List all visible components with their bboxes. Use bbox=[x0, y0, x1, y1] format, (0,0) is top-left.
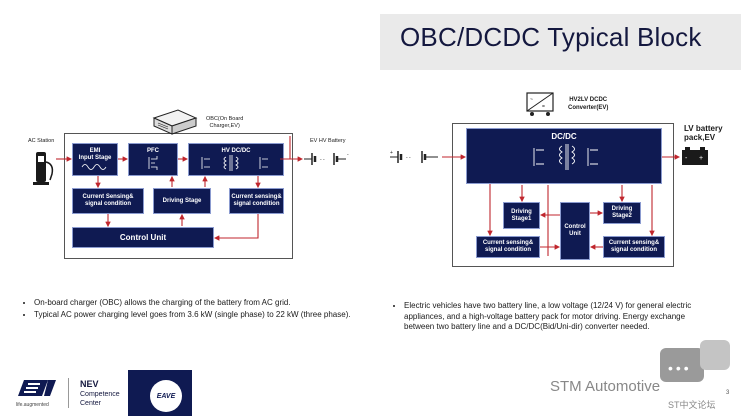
svg-text:- -: - - bbox=[320, 157, 325, 163]
page-number: 3 bbox=[726, 390, 730, 396]
svg-text:-: - bbox=[685, 155, 688, 162]
nev-line2: Competence bbox=[80, 391, 120, 398]
lv-battery-pack-icon: - + bbox=[682, 147, 708, 165]
brand-logo: EAVE bbox=[150, 380, 182, 412]
current-sensing-label-2: Current sensing& signal condition bbox=[231, 194, 282, 207]
dcdc-block: DC/DC bbox=[466, 128, 662, 184]
pfc-block: PFC bbox=[128, 143, 178, 176]
nev-line1: NEV bbox=[80, 379, 99, 389]
svg-text:- -: - - bbox=[406, 155, 411, 161]
footer-divider bbox=[68, 378, 69, 408]
bullets-right: Electric vehicles have two battery line,… bbox=[392, 301, 694, 334]
obc-device-icon bbox=[152, 109, 198, 135]
hv-battery-icon: - - - bbox=[304, 152, 349, 165]
dcdc-block-label: DC/DC bbox=[551, 132, 577, 141]
page-title: OBC/DCDC Typical Block bbox=[400, 22, 702, 52]
chat-bubble-icon-2 bbox=[700, 340, 730, 370]
transformer-icon bbox=[201, 155, 268, 171]
emi-filter-icon bbox=[81, 163, 107, 170]
nev-line3: Center bbox=[80, 400, 102, 407]
dcdc-control-unit-block: Control Unit bbox=[560, 202, 590, 260]
ac-station-icon bbox=[33, 152, 54, 185]
current-sensing-label-1: Current Sensing& signal condition bbox=[82, 194, 134, 207]
bullet-right-1: Electric vehicles have two battery line,… bbox=[404, 301, 694, 333]
tagline: life.augmented bbox=[16, 402, 49, 408]
control-unit-block: Control Unit bbox=[72, 227, 214, 248]
svg-text:=: = bbox=[542, 104, 545, 110]
chat-bubble-icon bbox=[660, 348, 704, 382]
dcdc-device-icon: ~ = bbox=[526, 92, 554, 116]
bullets-left: On-board charger (OBC) allows the chargi… bbox=[22, 298, 364, 321]
title-bar bbox=[380, 14, 741, 70]
dcdc-label: HV2LV DCDC Converter(EV) bbox=[568, 97, 609, 111]
bullet-left-1: On-board charger (OBC) allows the chargi… bbox=[34, 298, 364, 309]
driving-stage-block: Driving Stage bbox=[153, 188, 211, 214]
dcdc-current-sensing-block-2: Current sensing& signal condition bbox=[603, 236, 665, 258]
driving-stage2-block: Driving Stage2 bbox=[603, 202, 641, 224]
dcdc-current-sensing-label-1: Current sensing& signal condition bbox=[482, 240, 534, 253]
lv-battery-label: LV battery pack,EV bbox=[684, 124, 723, 142]
hv-dcdc-label: HV DC/DC bbox=[221, 148, 251, 154]
sub-watermark: ST中文论坛 bbox=[668, 400, 716, 410]
driving-stage1-label: Driving Stage1 bbox=[511, 208, 532, 222]
dcdc-current-sensing-block-1: Current sensing& signal condition bbox=[476, 236, 540, 258]
obc-label: OBC(On Board Charger,EV) bbox=[206, 116, 244, 129]
current-sensing-block-1: Current Sensing& signal condition bbox=[72, 188, 144, 214]
svg-text:+: + bbox=[699, 155, 703, 162]
bullet-left-2: Typical AC power charging level goes fro… bbox=[34, 310, 364, 321]
dcdc-transformer-icon bbox=[533, 144, 598, 170]
mosfet-icon bbox=[148, 156, 158, 170]
control-unit-label: Control Unit bbox=[119, 233, 167, 242]
svg-text:+: + bbox=[390, 150, 393, 156]
st-logo-icon bbox=[18, 380, 56, 396]
current-sensing-block-2: Current sensing& signal condition bbox=[229, 188, 284, 214]
driving-stage2-label: Driving Stage2 bbox=[611, 206, 633, 219]
ev-hv-battery-label: EV HV Battery bbox=[310, 138, 346, 144]
hv-dcdc-block: HV DC/DC bbox=[188, 143, 284, 176]
svg-text:~: ~ bbox=[530, 97, 533, 103]
dcdc-current-sensing-label-2: Current sensing& signal condition bbox=[608, 240, 660, 253]
dcdc-control-unit-label: Control Unit bbox=[564, 224, 586, 237]
ac-station-label: AC Station bbox=[28, 138, 55, 144]
pfc-label: PFC bbox=[147, 148, 159, 154]
nev-center-label: NEV Competence Center bbox=[80, 380, 120, 408]
chat-dots: ••• bbox=[668, 360, 692, 376]
svg-text:-: - bbox=[347, 152, 349, 158]
watermark-text: STM Automotive bbox=[550, 378, 661, 395]
emi-label: EMI Input Stage bbox=[78, 147, 112, 161]
driving-stage-label: Driving Stage bbox=[162, 197, 202, 204]
emi-input-stage-block: EMI Input Stage bbox=[72, 143, 118, 176]
driving-stage1-block: Driving Stage1 bbox=[503, 202, 540, 229]
lv-battery-input-icon: + - - bbox=[390, 150, 438, 163]
